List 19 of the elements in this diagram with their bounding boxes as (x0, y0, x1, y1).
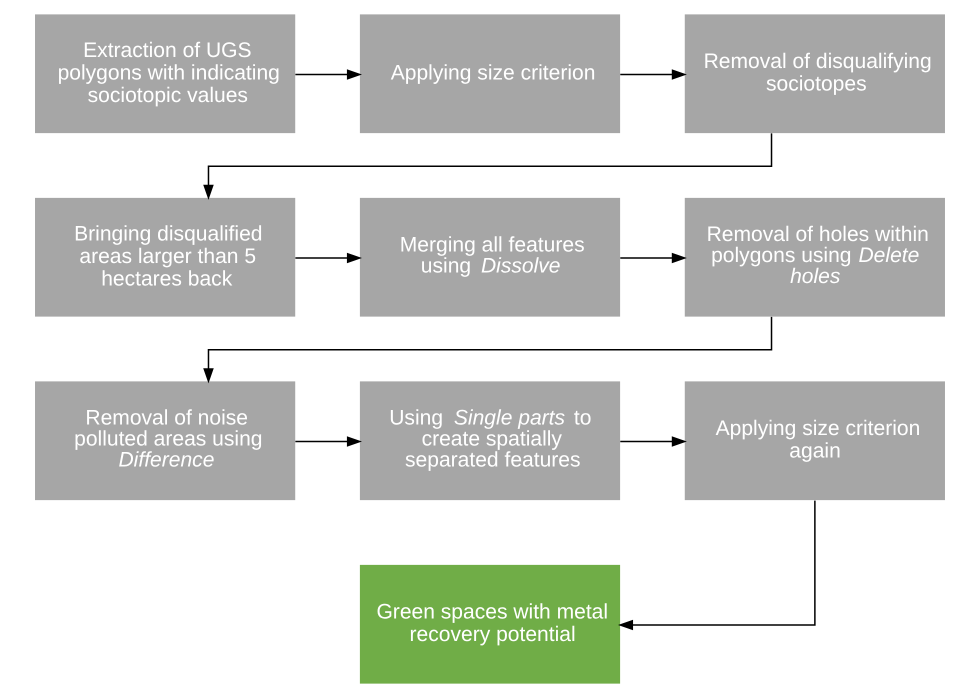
node-box: Removal of disqualifying sociotopes (684, 14, 944, 134)
node-box: Merging all features using Dissolve (359, 198, 620, 317)
arrow (294, 252, 362, 264)
node-box: Extraction of UGS polygons with indicating sociotopic values (34, 14, 295, 134)
arrow (620, 69, 686, 80)
arrow (618, 500, 816, 630)
node-box: Bringing disqualified areas larger than 5 hectares back (34, 198, 295, 317)
arrow (202, 316, 772, 384)
arrow (294, 436, 362, 447)
arrow (620, 252, 686, 264)
arrow (620, 436, 686, 447)
node-box: Applying size criterion (359, 14, 620, 134)
node-box: Removal of noise polluted areas using Difference (34, 381, 295, 500)
arrow (202, 133, 772, 200)
node-box: Applying size criterion again (684, 381, 944, 500)
arrow (294, 69, 362, 80)
node-box: Green spaces with metal recovery potential (359, 564, 620, 684)
node-box: Using Single parts to create spatially separated features (359, 381, 620, 500)
node-box: Removal of holes within polygons using Delete holes (684, 198, 944, 317)
